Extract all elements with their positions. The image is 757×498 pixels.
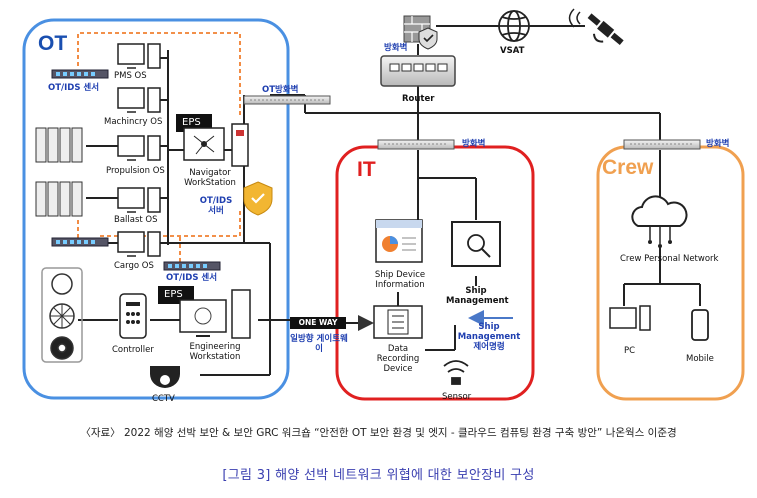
ship-mgmt-control-label: Ship Management 제어명령	[457, 322, 521, 352]
sensor-icon	[443, 360, 469, 385]
ship-management-icon	[451, 221, 501, 267]
cargo-os-label: Cargo OS	[114, 261, 154, 271]
router-firewall-label: 방화벽	[384, 43, 408, 53]
ot-ids-sensor-bottom-label: OT/IDS 센서	[166, 273, 218, 283]
crew-pc-icon	[609, 305, 651, 331]
cctv-label: CCTV	[152, 394, 175, 404]
navigator-workstation-icon	[183, 123, 249, 167]
ship-management-label: Ship Management	[446, 286, 509, 306]
ot-zone	[22, 18, 290, 400]
pc-label: PC	[624, 346, 636, 356]
figure-caption: [그림 3] 해양 선박 네트워크 위협에 대한 보안장비 구성	[222, 468, 535, 483]
controller-label: Controller	[112, 345, 154, 355]
satellite-icon	[587, 13, 624, 46]
crew-firewall-icon	[623, 139, 701, 150]
machinery-os-label: Machincry OS	[104, 117, 163, 127]
router-icon	[380, 15, 456, 87]
mobile-icon	[691, 309, 709, 341]
vsat-globe-icon	[498, 10, 530, 42]
controller-icon	[119, 293, 147, 339]
crew-firewall-label: 방화벽	[706, 139, 730, 149]
data-recording-device-icon	[373, 305, 423, 339]
eps-bottom-label: EPS	[164, 289, 183, 300]
sensor-label: Sensor	[442, 392, 472, 402]
ship-device-info-icon	[375, 219, 423, 263]
vsat-label: VSAT	[500, 46, 525, 56]
ot-ids-sensor-top-label: OT/IDS 센서	[48, 83, 100, 93]
it-firewall-label: 방화벽	[462, 139, 486, 149]
it-firewall-icon	[377, 139, 455, 150]
crew-zone-title: Crew	[602, 156, 654, 179]
source-caption: 〈자료〉 2022 해양 선박 보안 & 보안 GRC 워크숍 “안전한 OT …	[80, 427, 677, 439]
ballast-os-label: Ballast OS	[114, 215, 158, 225]
ot-ids-server-shield-icon	[243, 181, 273, 216]
motor-icons	[41, 267, 83, 363]
field-device-icons	[35, 127, 83, 217]
eps-top-label: EPS	[182, 117, 201, 128]
ot-firewall-icon	[243, 95, 331, 105]
ot-firewall-label: OT방화벽	[262, 85, 299, 95]
ot-zone-title: OT	[38, 32, 68, 55]
ot-ids-server-label: OT/IDS 서버	[199, 196, 233, 216]
cctv-icon	[150, 366, 180, 388]
engineering-workstation-icon	[179, 289, 251, 339]
engineering-label: Engineering Workstation	[189, 342, 241, 362]
one-way-badge-label: ONE WAY	[298, 318, 338, 327]
mobile-label: Mobile	[686, 354, 714, 364]
ot-ids-sensor-icon	[51, 69, 221, 271]
it-zone-title: IT	[357, 158, 376, 181]
router-label: Router	[402, 94, 435, 104]
pc-icons	[117, 43, 161, 257]
data-recording-label: Data Recording Device	[376, 344, 420, 374]
navigator-label: Navigator WorkStation	[184, 168, 236, 188]
crew-zone	[596, 145, 745, 401]
cloud-network-icon	[631, 195, 688, 248]
ship-device-info-label: Ship Device Information	[374, 270, 426, 290]
propulsion-os-label: Propulsion OS	[106, 166, 165, 176]
one-way-gateway-label: 일방향 게이트웨이	[290, 334, 348, 354]
crew-network-label: Crew Personal Network	[620, 254, 719, 264]
pms-os-label: PMS OS	[114, 71, 147, 81]
